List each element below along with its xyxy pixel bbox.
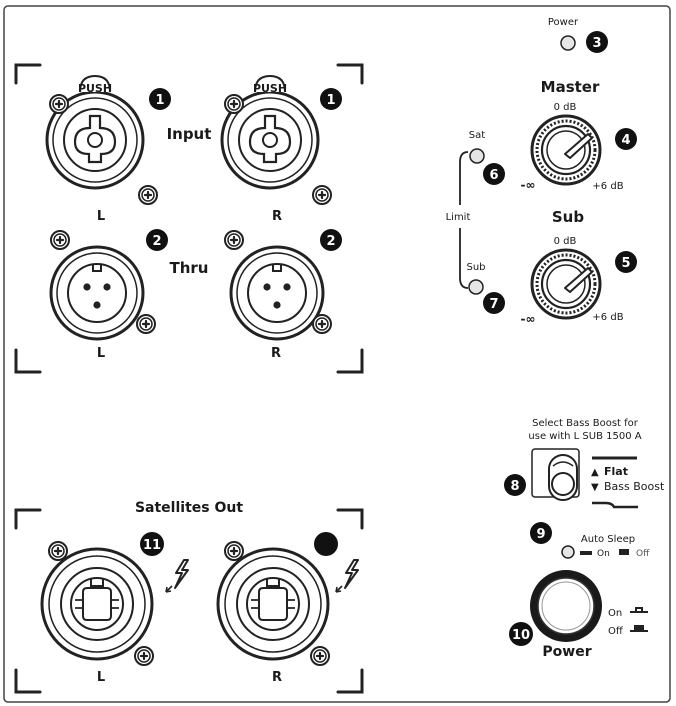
master-max-label: +6 dB xyxy=(592,181,623,192)
power-led xyxy=(560,35,576,51)
sub-knob-pointer xyxy=(564,267,593,293)
marker-3: 3 xyxy=(586,31,608,53)
auto-sleep-label: Auto Sleep xyxy=(581,534,635,545)
marker-9: 9 xyxy=(530,522,552,544)
bass-boost-label: Bass Boost xyxy=(604,480,665,493)
master-title: Master xyxy=(541,78,600,96)
svg-text:10: 10 xyxy=(512,628,530,643)
power-switch-label: Power xyxy=(542,644,591,660)
marker-4: 4 xyxy=(615,128,637,150)
input-left-jack[interactable]: PUSH xyxy=(45,74,145,190)
limit-sub-led xyxy=(468,279,484,295)
bass-boost-arrow: ▼ xyxy=(591,482,599,493)
power-led-label: Power xyxy=(548,17,579,28)
marker-11: 11 xyxy=(140,532,164,556)
power-off-icon-block xyxy=(634,625,644,631)
limit-sat-label: Sat xyxy=(469,130,485,141)
satellite-right-channel-label: R xyxy=(272,670,282,685)
bass-boost-curve-icon xyxy=(592,501,638,509)
input-thru-bracket xyxy=(14,63,364,374)
auto-sleep-off-label: Off xyxy=(636,549,650,559)
thru-right-jack[interactable] xyxy=(229,245,325,341)
flat-arrow: ▲ xyxy=(591,467,599,478)
satellites-out-title: Satellites Out xyxy=(135,500,243,516)
marker-2-thru-right: 2 xyxy=(320,229,342,251)
bass-boost-switch[interactable] xyxy=(548,454,578,501)
satellite-left-channel-label: L xyxy=(97,670,105,685)
satellites-bracket xyxy=(14,508,364,694)
svg-text:2: 2 xyxy=(326,234,335,249)
svg-text:7: 7 xyxy=(489,297,498,312)
svg-text:1: 1 xyxy=(326,93,335,108)
master-top-value: 0 dB xyxy=(554,102,577,113)
master-knob[interactable] xyxy=(530,114,602,186)
flat-label: Flat xyxy=(604,465,628,478)
thru-right-channel-label: R xyxy=(271,346,281,361)
svg-text:9: 9 xyxy=(536,527,545,542)
marker-10: 10 xyxy=(509,622,533,646)
power-off-label: Off xyxy=(608,626,624,637)
panel-frame xyxy=(3,5,671,703)
bass-boost-caption-line1: Select Bass Boost for xyxy=(532,418,639,429)
marker-2-thru-left: 2 xyxy=(146,229,168,251)
limit-sub-label: Sub xyxy=(466,262,485,273)
marker-5: 5 xyxy=(615,251,637,273)
sub-min-label: -∞ xyxy=(521,312,536,326)
sub-max-label: +6 dB xyxy=(592,312,623,323)
sub-knob[interactable] xyxy=(530,248,602,320)
satellite-left-speakon[interactable] xyxy=(40,547,154,661)
svg-text:4: 4 xyxy=(621,133,630,148)
master-min-label: -∞ xyxy=(521,178,536,192)
thru-left-jack[interactable] xyxy=(49,245,145,341)
push-label: PUSH xyxy=(253,82,287,95)
input-label: Input xyxy=(167,125,212,143)
limit-bracket xyxy=(459,151,469,289)
marker-blank xyxy=(314,532,338,556)
marker-6: 6 xyxy=(483,163,505,185)
push-label: PUSH xyxy=(78,82,112,95)
limit-label: Limit xyxy=(446,212,471,223)
satellite-right-speakon[interactable] xyxy=(216,547,330,661)
input-right-jack[interactable]: PUSH xyxy=(220,74,320,190)
master-knob-pointer xyxy=(564,133,593,159)
power-on-icon xyxy=(630,607,648,613)
thru-label: Thru xyxy=(170,259,209,277)
marker-8: 8 xyxy=(504,474,526,496)
svg-text:1: 1 xyxy=(155,93,164,108)
auto-sleep-off-indicator xyxy=(619,549,629,555)
power-switch-button[interactable] xyxy=(530,570,602,642)
auto-sleep-on-indicator xyxy=(580,551,592,555)
svg-text:3: 3 xyxy=(592,36,601,51)
marker-1-input-right: 1 xyxy=(320,88,342,110)
bass-boost-caption-line2: use with L SUB 1500 A xyxy=(528,431,641,442)
svg-text:6: 6 xyxy=(489,168,498,183)
thru-left-channel-label: L xyxy=(97,346,105,361)
marker-7: 7 xyxy=(483,292,505,314)
limit-sat-led xyxy=(469,148,485,164)
auto-sleep-led[interactable] xyxy=(561,545,575,559)
svg-text:5: 5 xyxy=(621,256,630,271)
sub-title: Sub xyxy=(552,208,584,226)
svg-text:11: 11 xyxy=(143,538,161,553)
sub-top-value: 0 dB xyxy=(554,236,577,247)
auto-sleep-on-label: On xyxy=(597,549,610,559)
input-left-channel-label: L xyxy=(97,209,105,224)
svg-text:8: 8 xyxy=(510,479,519,494)
power-on-label: On xyxy=(608,608,622,619)
svg-text:2: 2 xyxy=(152,234,161,249)
marker-1-input-left: 1 xyxy=(149,88,171,110)
input-right-channel-label: R xyxy=(272,209,282,224)
